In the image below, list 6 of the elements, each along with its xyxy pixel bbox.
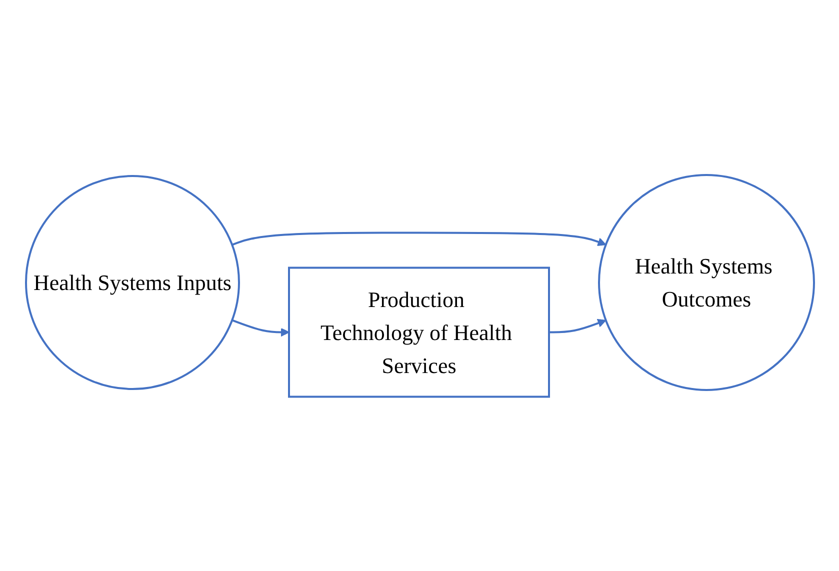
arrow bbox=[231, 318, 289, 336]
node-circle: Health Systems Outcomes bbox=[598, 174, 814, 391]
node-box: Production Technology of Health Services bbox=[288, 266, 550, 398]
arrow bbox=[548, 318, 606, 333]
arrow bbox=[231, 231, 606, 246]
node-circle: Health Systems Inputs bbox=[24, 174, 240, 390]
